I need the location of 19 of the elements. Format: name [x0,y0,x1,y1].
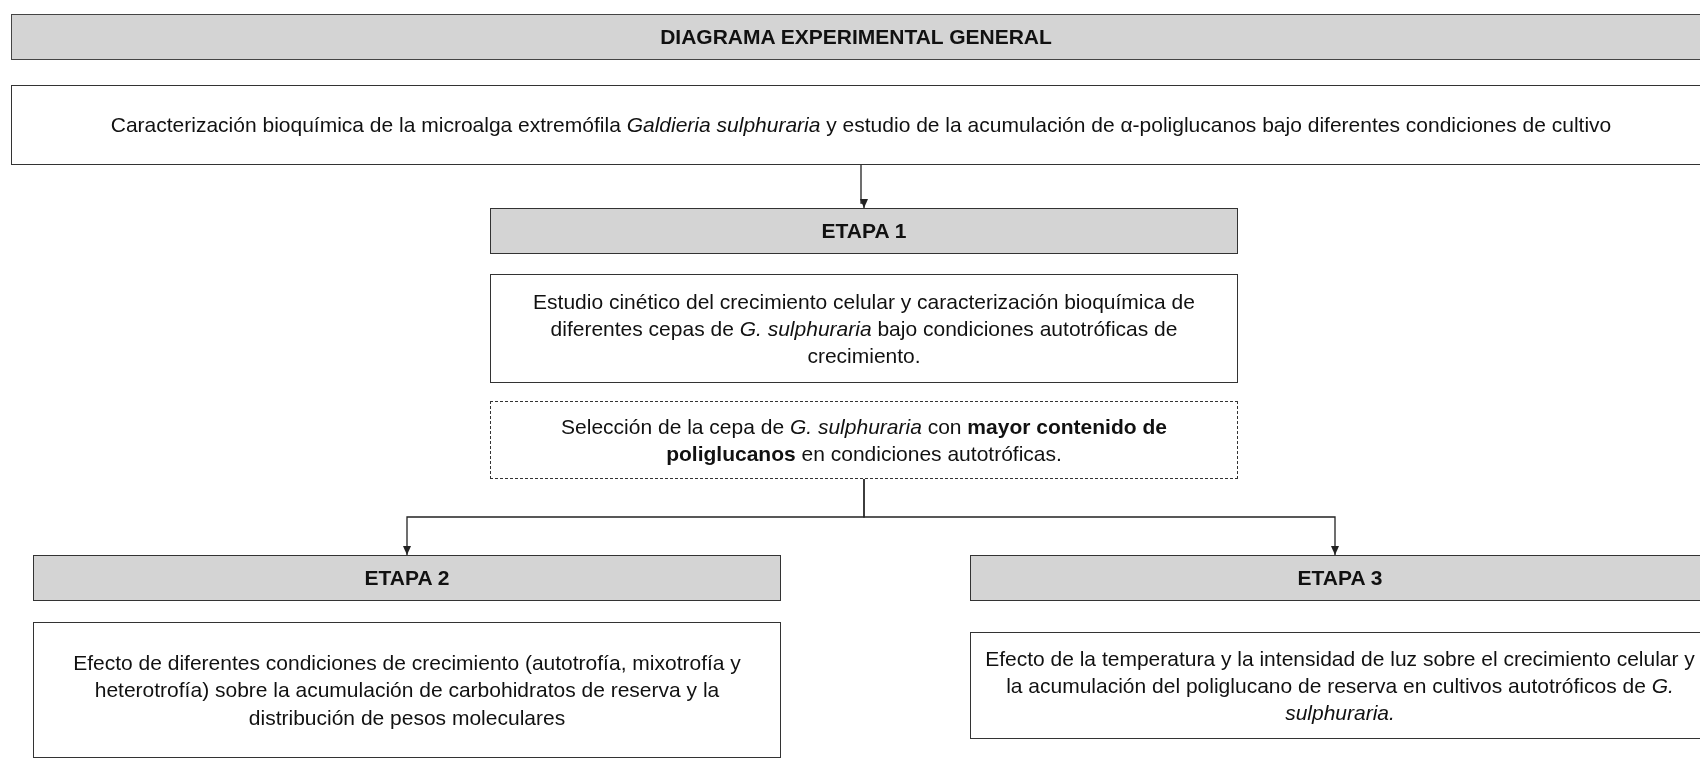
dashed-text-box [490,401,1238,479]
stage-label: ETAPA 1 [821,218,907,245]
stage-header-bar [33,555,781,601]
stage-label: ETAPA 2 [364,565,450,592]
description-text: Estudio cinético del crecimiento celular y caracterización bioquímica de diferentes cepas de G. sulphuraria bajo condiciones autotróficas de crecimiento. [532,288,1196,370]
description-text: Selección de la cepa de G. sulphuraria con mayor contenido de poliglucanos en condiciones autotróficas. [560,413,1168,467]
text-box [33,622,781,758]
text-box [970,632,1700,739]
text-box [490,274,1238,383]
description-text: Efecto de la temperatura y la intensidad de luz sobre el crecimiento celular y la acumulación del poliglucano de reserva en cultivos autotróficos de G. sulphuraria. [984,645,1696,727]
text-box [11,85,1700,165]
stage-header-bar [490,208,1238,254]
arrow [863,478,1339,556]
description-text: Efecto de diferentes condiciones de crecimiento (autotrofía, mixotrofía y heterotrofía) sobre la acumulación de carbohidratos de reserva y la distribución de pesos moleculares [72,650,742,731]
stage-label: ETAPA 3 [1297,565,1383,592]
arrow [860,164,868,209]
diagram-title: DIAGRAMA EXPERIMENTAL GENERAL [660,25,1052,49]
stage-header-bar [970,555,1700,601]
description-text: Caracterización bioquímica de la microalga extremófila Galdieria sulphuraria y estudio de la acumulación de α-poliglucanos bajo diferentes condiciones de cultivo [110,112,1612,139]
